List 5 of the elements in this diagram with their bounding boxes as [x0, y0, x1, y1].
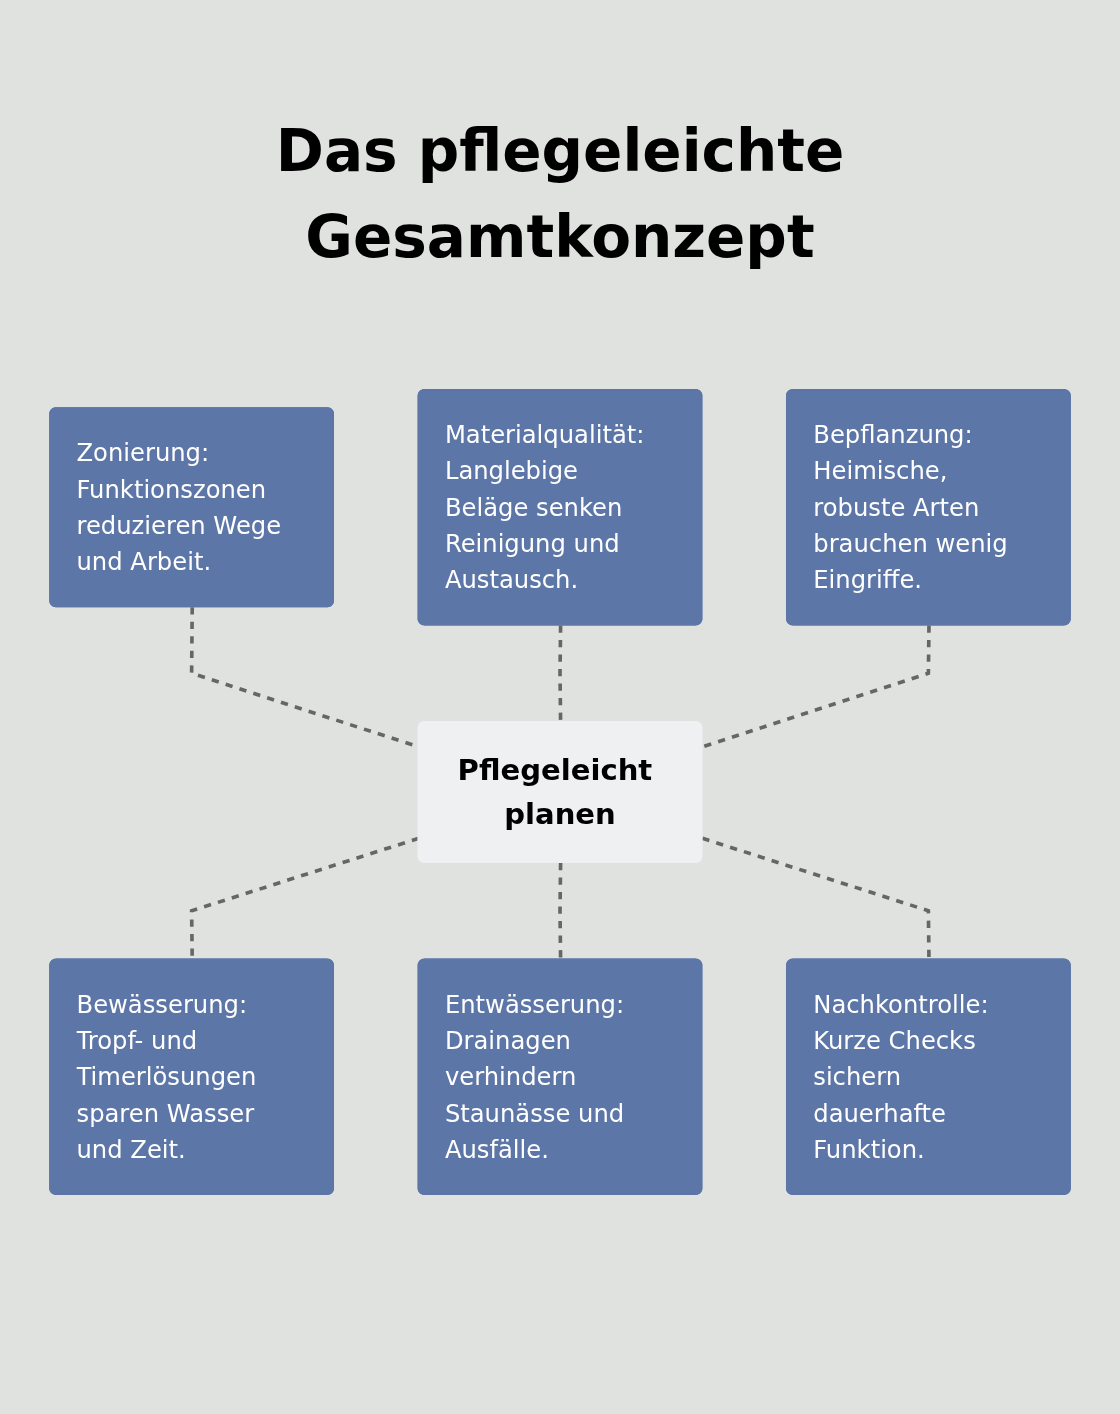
title: Das pflegeleichte Gesamtkonzept: [274, 116, 846, 273]
connector: [701, 625, 931, 749]
connector: [701, 836, 931, 960]
connector: [558, 862, 563, 960]
connector: [558, 625, 563, 723]
